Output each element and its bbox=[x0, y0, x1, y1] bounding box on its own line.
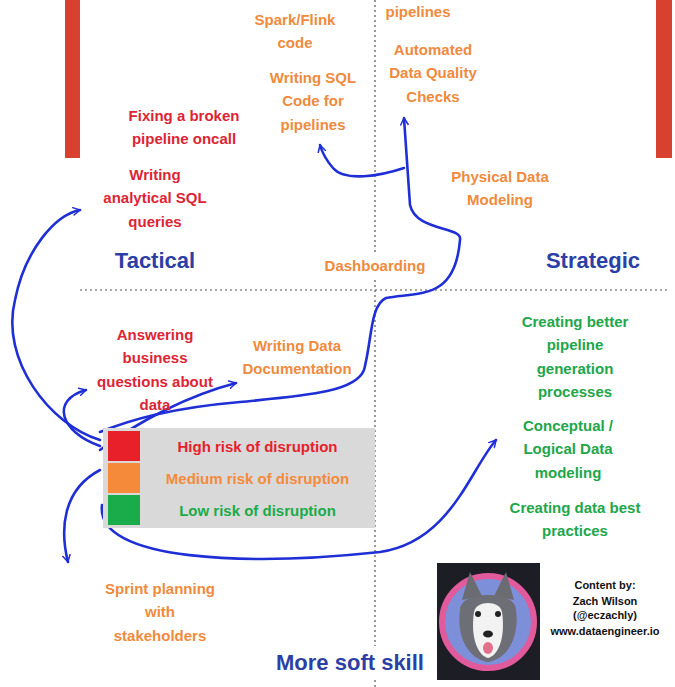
quadrant-item: Creating better pipeline generation proc… bbox=[515, 310, 635, 403]
axis-label: More soft skill bbox=[273, 646, 427, 680]
quadrant-item: Dashboarding bbox=[322, 254, 429, 277]
legend-row: Medium risk of disruption bbox=[103, 462, 375, 494]
credit-text: Content by: bbox=[574, 578, 635, 592]
credit-text: Zach Wilson (@eczachly) bbox=[550, 594, 660, 623]
legend-box: High risk of disruptionMedium risk of di… bbox=[103, 428, 375, 528]
quadrant-item: Writing analytical SQL queries bbox=[96, 163, 214, 233]
quadrant-item: Answering business questions about data bbox=[91, 323, 219, 416]
quadrant-item: Creating data best practices bbox=[500, 496, 650, 543]
axis-line bbox=[80, 289, 668, 290]
legend-swatch bbox=[108, 495, 140, 525]
quadrant-item: Fixing a broken pipeline oncall bbox=[117, 104, 252, 151]
legend-text: Medium risk of disruption bbox=[140, 470, 375, 487]
legend-text: High risk of disruption bbox=[140, 438, 375, 455]
quadrant-item: pipelines bbox=[385, 0, 450, 23]
credit-text: www.dataengineer.io bbox=[550, 624, 659, 638]
legend-row: Low risk of disruption bbox=[103, 494, 375, 526]
red-bar bbox=[656, 0, 672, 158]
husky-avatar bbox=[437, 563, 540, 680]
hand-arrow bbox=[12, 210, 100, 440]
hand-drawn-arrows bbox=[12, 118, 496, 562]
quadrant-item: Writing SQL Code for pipelines bbox=[263, 66, 363, 136]
axis-label: Tactical bbox=[115, 244, 195, 278]
legend-swatch bbox=[108, 463, 140, 493]
quadrant-item: Writing Data Documentation bbox=[237, 334, 357, 381]
quadrant-item: Conceptual / Logical Data modeling bbox=[513, 414, 623, 484]
quadrant-item: Automated Data Quality Checks bbox=[381, 38, 486, 108]
hand-arrow bbox=[64, 470, 100, 562]
quadrant-item: Physical Data Modeling bbox=[440, 165, 560, 212]
hand-arrow bbox=[320, 145, 404, 176]
quadrant-item: Sprint planning with stakeholders bbox=[100, 577, 220, 647]
axis-label: Strategic bbox=[546, 244, 640, 278]
red-bar bbox=[65, 0, 80, 158]
quadrant-item: Spark/Flink code bbox=[245, 8, 345, 55]
legend-swatch bbox=[108, 431, 140, 461]
hand-arrow bbox=[64, 390, 100, 446]
legend-row: High risk of disruption bbox=[103, 430, 375, 462]
axis-line bbox=[374, 0, 375, 687]
legend-text: Low risk of disruption bbox=[140, 502, 375, 519]
